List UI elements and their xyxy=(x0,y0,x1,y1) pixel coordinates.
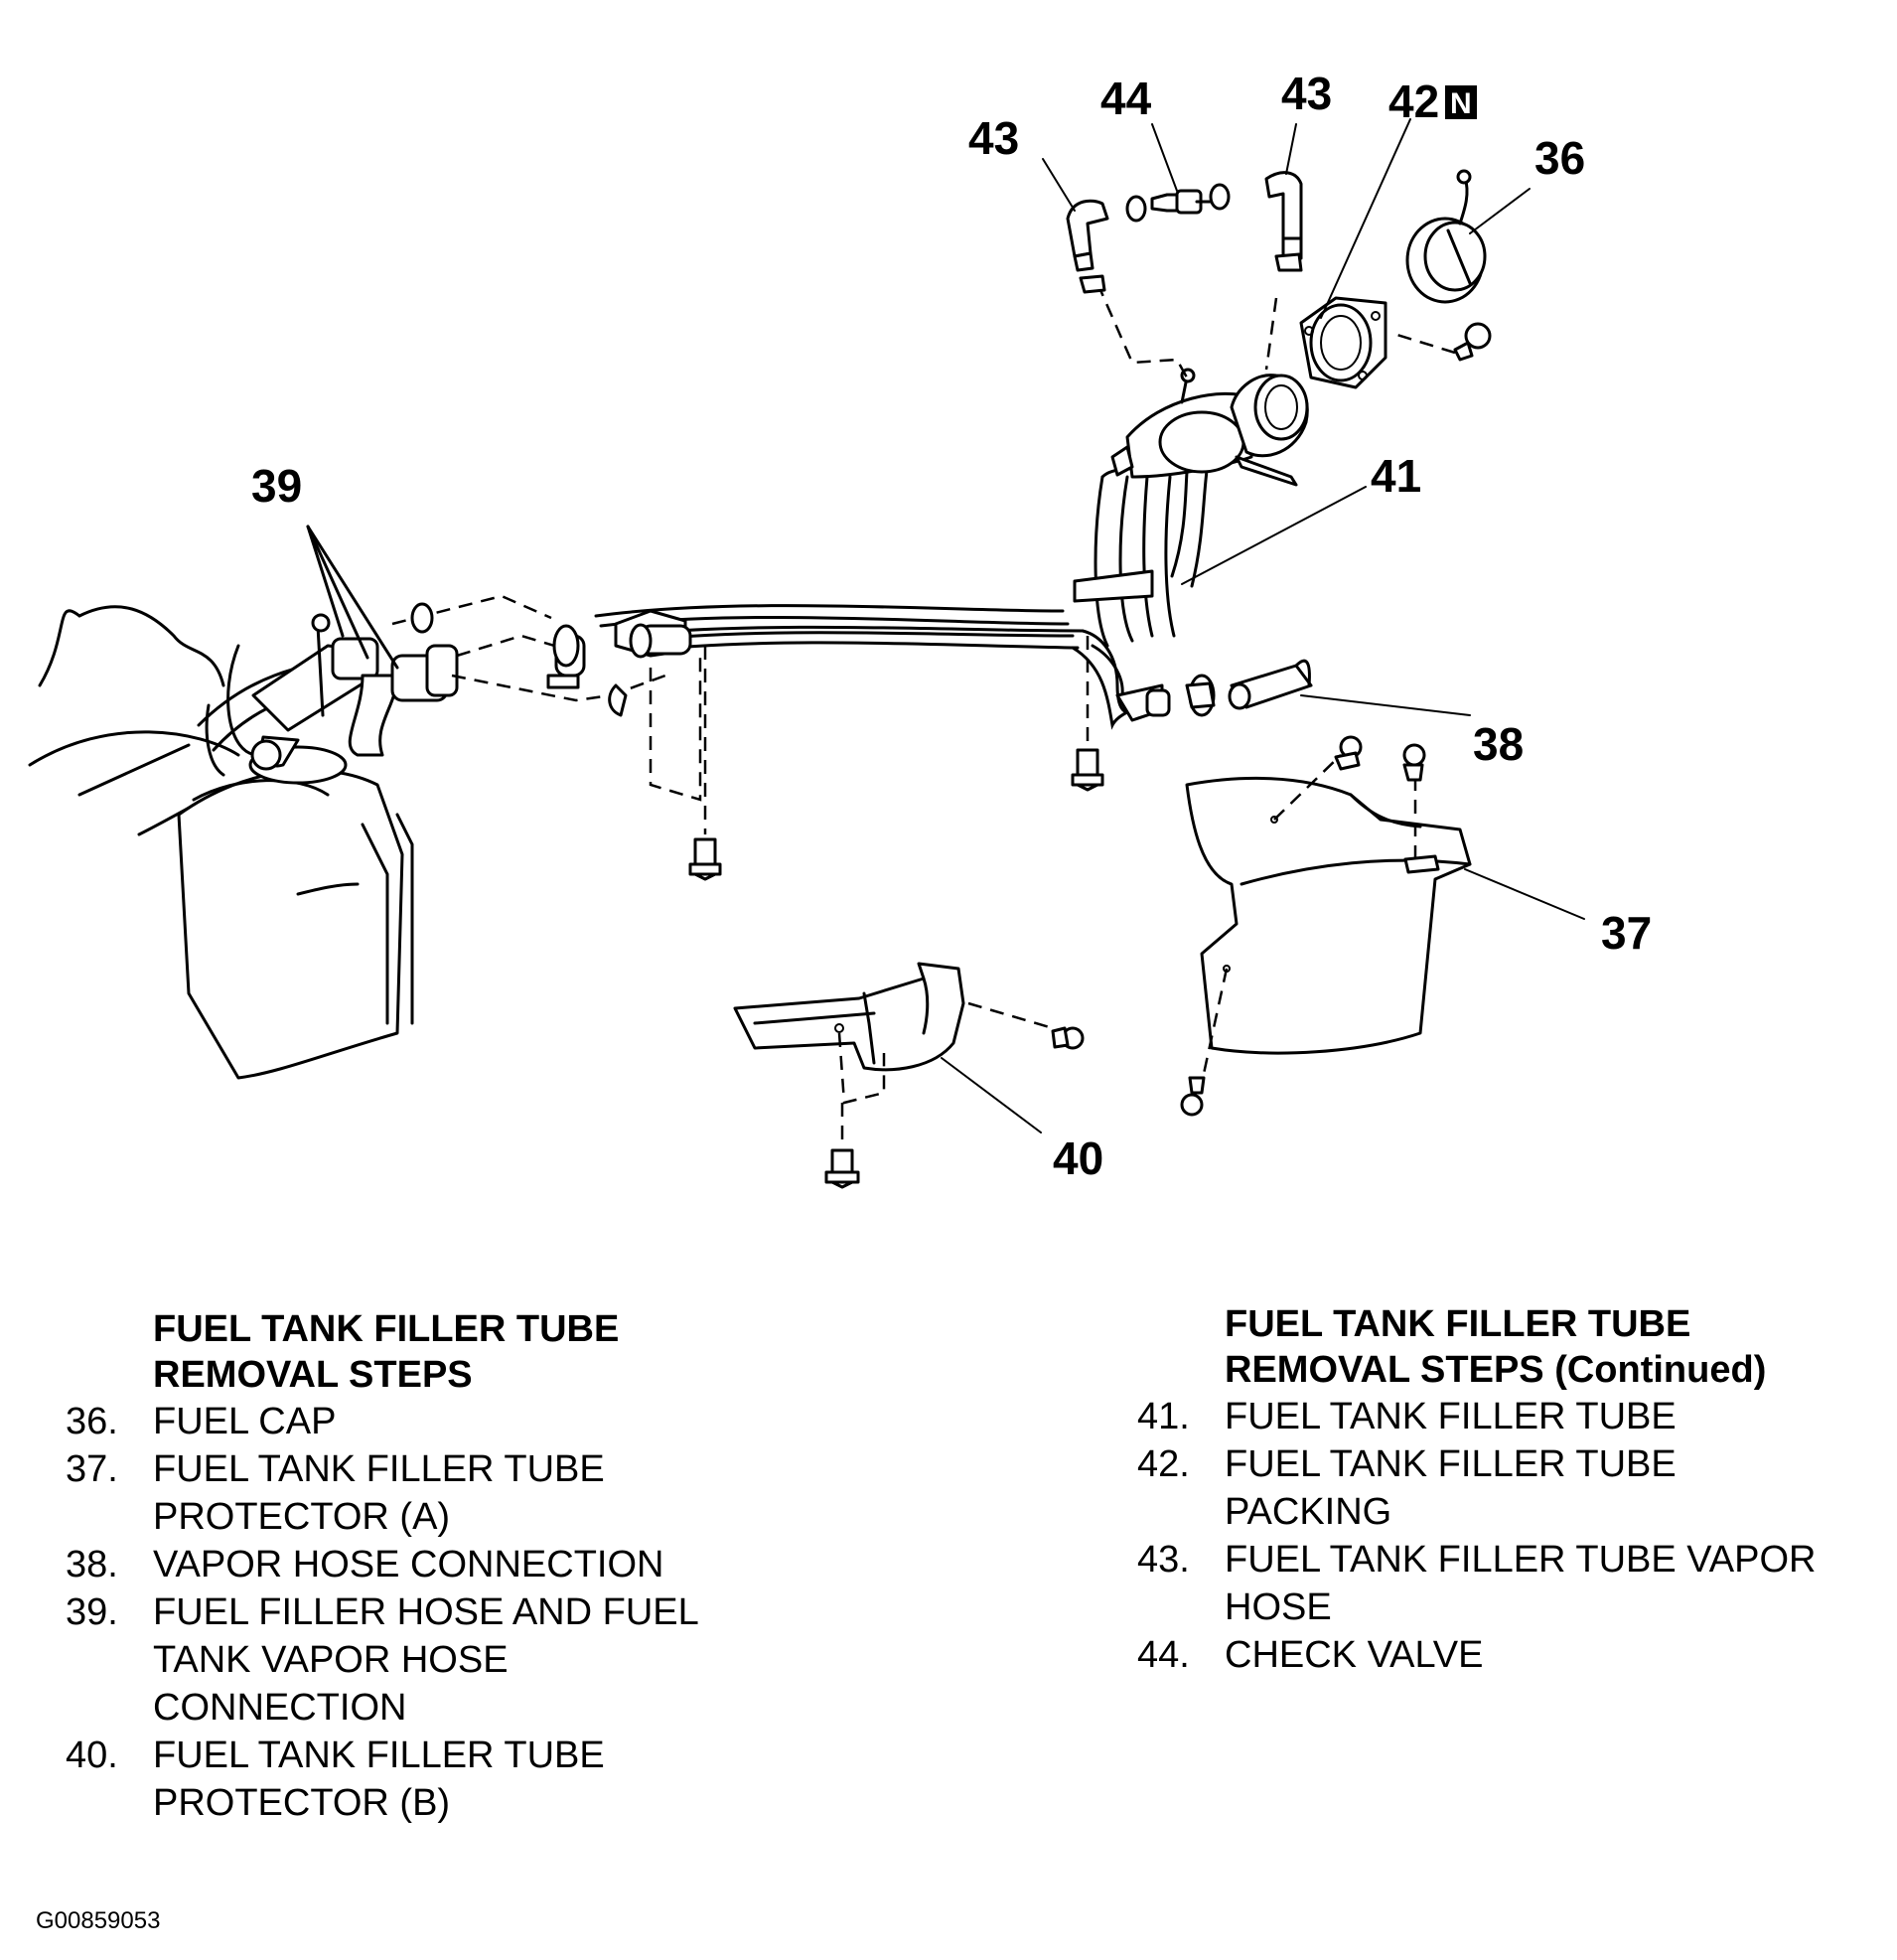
leader-lines-39 xyxy=(306,525,702,802)
exploded-parts-diagram: 36 37 38 39 40 41 42 N 43 43 44 xyxy=(28,68,1652,1189)
new-part-badge xyxy=(1445,85,1477,119)
callout-42: 42 xyxy=(1388,75,1439,127)
callout-labels: 36 37 38 39 40 41 42 N 43 43 44 xyxy=(251,68,1652,1184)
callout-38: 38 xyxy=(1473,718,1524,770)
step-item: 36. FUEL CAP xyxy=(66,1401,337,1442)
callout-39: 39 xyxy=(251,460,302,512)
step-item: 37. FUEL TANK FILLER TUBE PROTECTOR (A) xyxy=(66,1448,605,1538)
callout-41: 41 xyxy=(1371,450,1421,502)
step-item: 38. VAPOR HOSE CONNECTION xyxy=(66,1544,664,1585)
removal-steps-list: FUEL TANK FILLER TUBE REMOVAL STEPS 36. … xyxy=(66,1306,781,1827)
mounting-bolts xyxy=(688,636,1104,1189)
vapor-hoses-43-44 xyxy=(1066,171,1303,294)
callout-40: 40 xyxy=(1053,1132,1103,1184)
list-heading: FUEL TANK FILLER TUBE REMOVAL STEPS xyxy=(153,1308,620,1396)
callout-36: 36 xyxy=(1534,132,1585,184)
fuel-tank-illustration xyxy=(28,605,459,1080)
step-item: 40. FUEL TANK FILLER TUBE PROTECTOR (B) xyxy=(66,1734,605,1824)
protector-a-37 xyxy=(1180,735,1472,1117)
figure-id: G00859053 xyxy=(36,1907,161,1934)
step-item: 42. FUEL TANK FILLER TUBE PACKING xyxy=(1137,1443,1677,1533)
hose-clamps xyxy=(410,602,628,717)
step-item: 41. FUEL TANK FILLER TUBE xyxy=(1137,1396,1677,1437)
callout-leaders xyxy=(941,118,1585,1133)
packing-42 xyxy=(1299,296,1387,389)
callout-44: 44 xyxy=(1100,73,1152,124)
protector-b-40 xyxy=(733,962,1085,1147)
new-part-badge-letter: N xyxy=(1450,87,1472,120)
leader-lines-vapor xyxy=(1095,282,1456,378)
step-item: 44. CHECK VALVE xyxy=(1137,1634,1484,1676)
step-item: 43. FUEL TANK FILLER TUBE VAPOR HOSE xyxy=(1137,1539,1817,1628)
callout-37: 37 xyxy=(1601,907,1652,959)
vapor-hose-38 xyxy=(1185,659,1313,717)
callout-43-left: 43 xyxy=(968,112,1019,164)
fuel-cap-36 xyxy=(1405,169,1492,362)
callout-43-right: 43 xyxy=(1281,68,1332,119)
removal-steps-continued-list: FUEL TANK FILLER TUBE REMOVAL STEPS (Con… xyxy=(1137,1301,1892,1679)
step-item: 39. FUEL FILLER HOSE AND FUEL TANK VAPOR… xyxy=(66,1591,699,1729)
list-heading: FUEL TANK FILLER TUBE REMOVAL STEPS (Con… xyxy=(1225,1303,1767,1391)
filler-tube-41 xyxy=(594,368,1309,730)
